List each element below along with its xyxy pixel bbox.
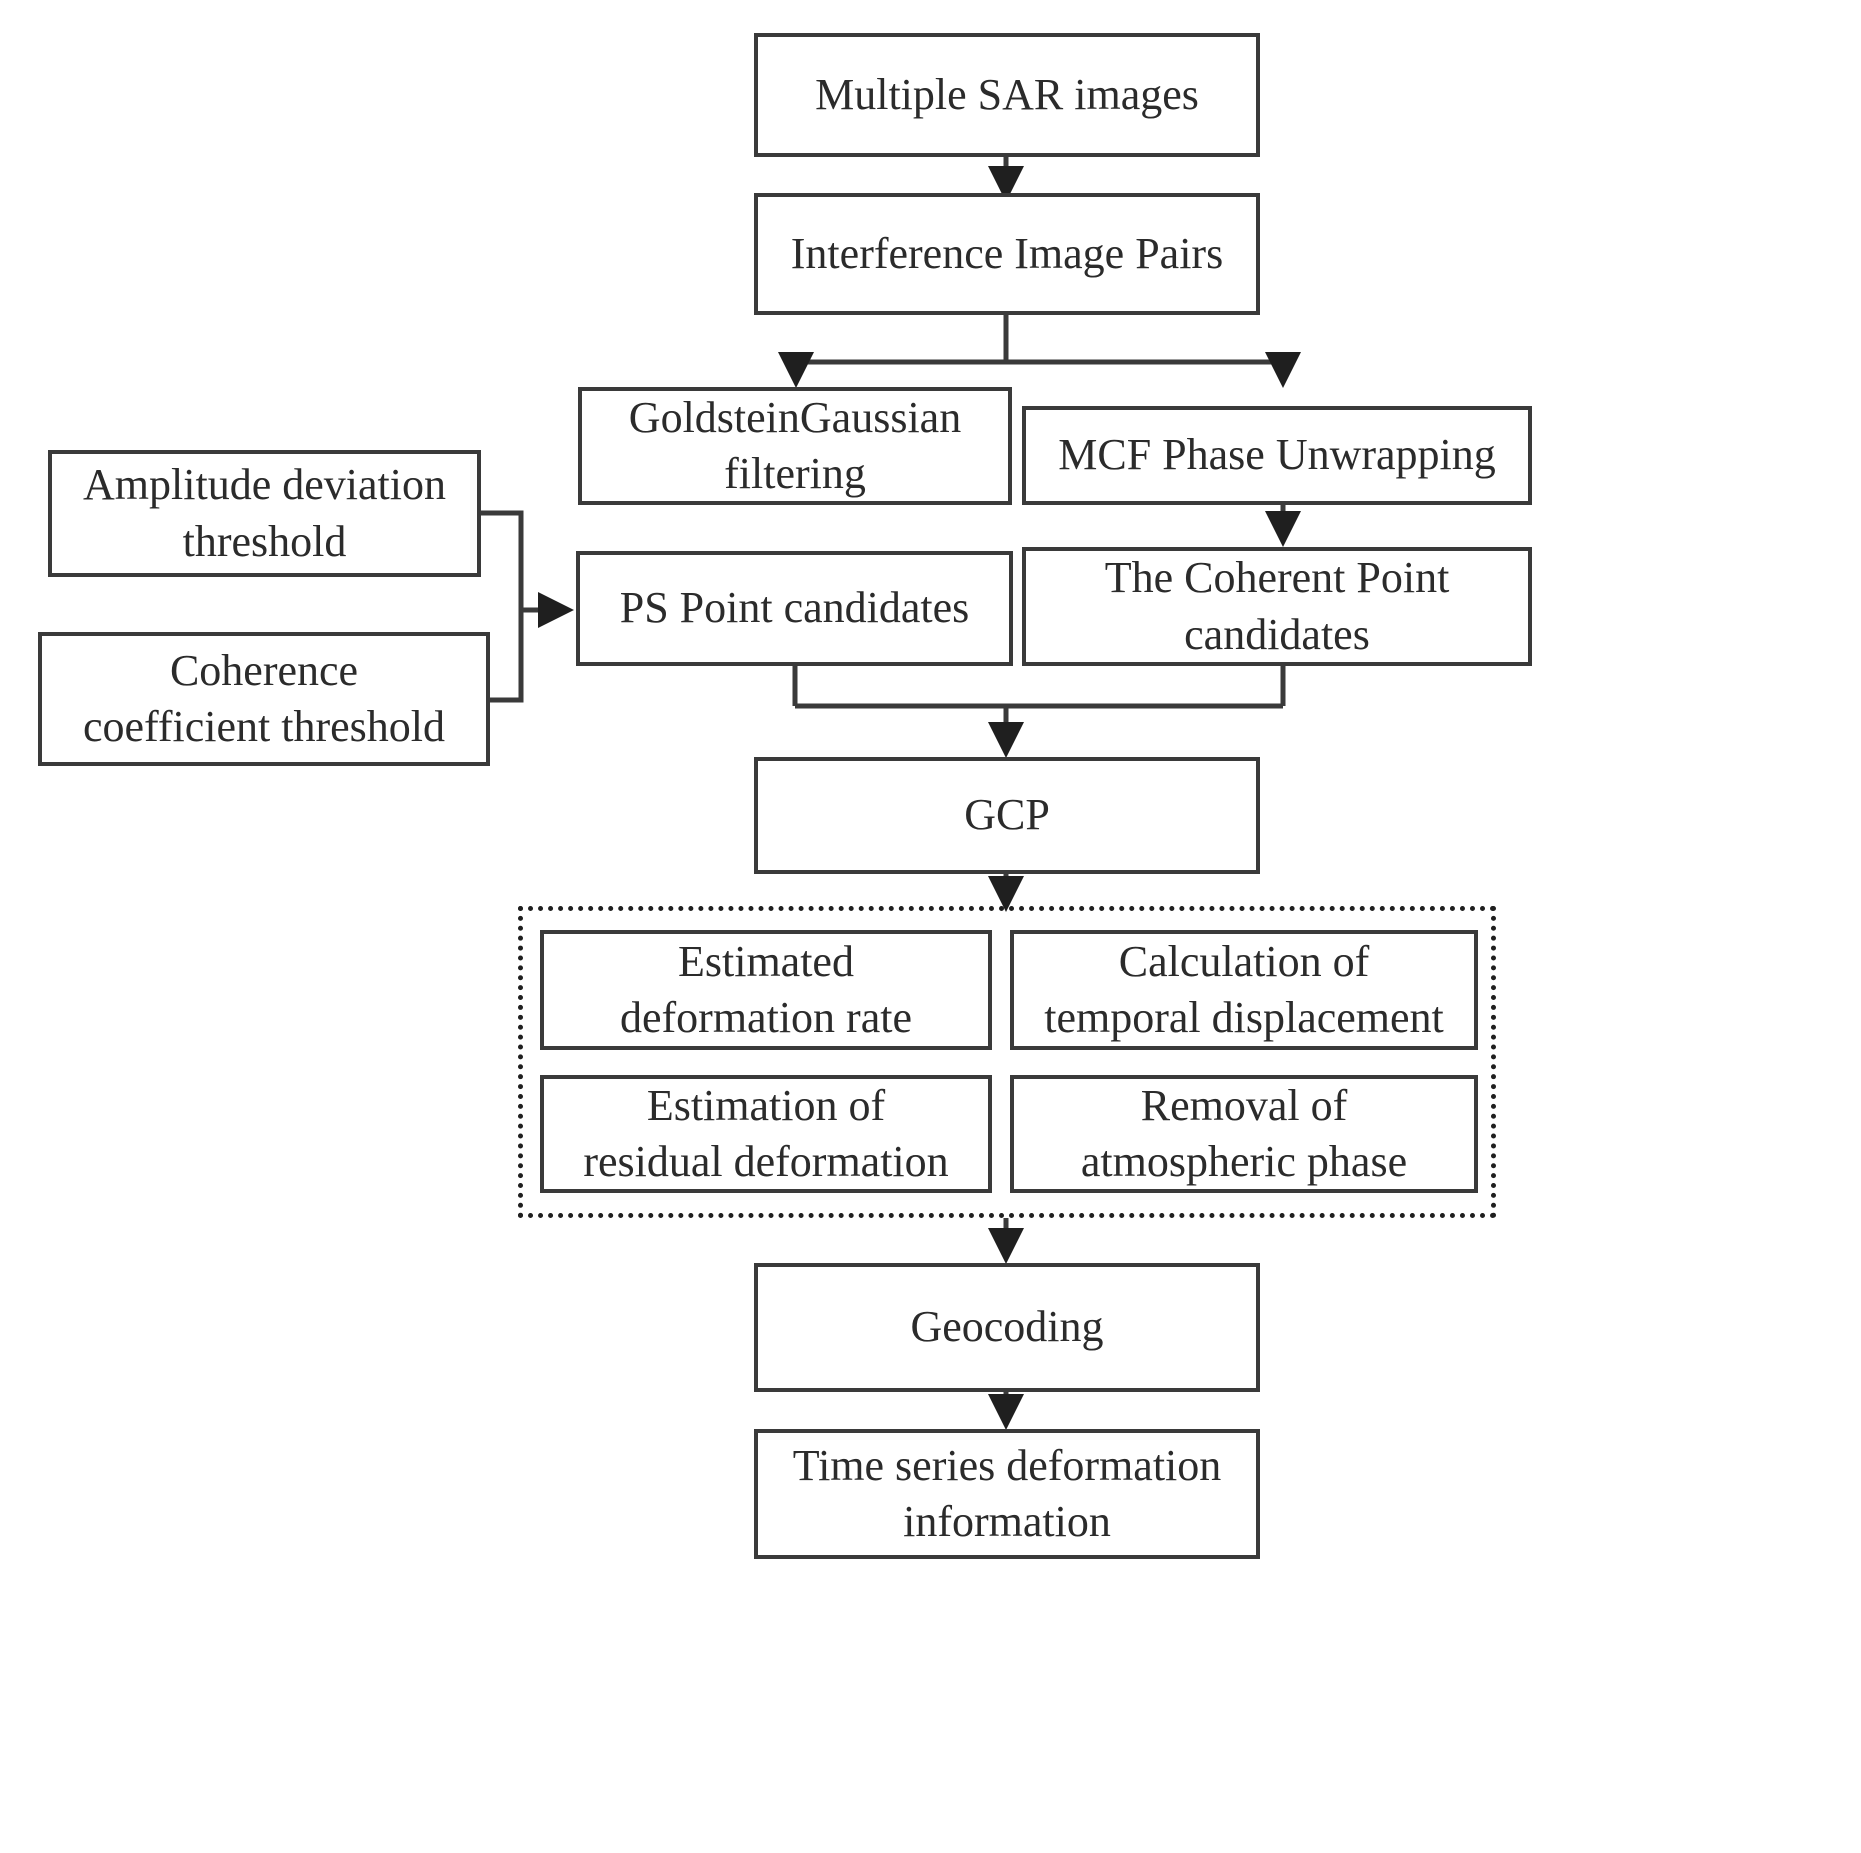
node-label-coherent-point-candidates: The Coherent Point candidates xyxy=(1104,553,1450,659)
node-estimated-deformation-rate[interactable]: Estimated deformation rate xyxy=(540,930,992,1050)
arrowhead-mcf-to-coherent xyxy=(1265,511,1301,547)
node-label-amplitude-deviation-threshold: Amplitude deviation threshold xyxy=(83,460,446,566)
node-estimation-residual-deformation[interactable]: Estimation of residual deformation xyxy=(540,1075,992,1193)
node-label-goldstein-gaussian-filtering: GoldsteinGaussian filtering xyxy=(628,392,962,498)
node-label-removal-atmospheric-phase: Removal of atmospheric phase xyxy=(1080,1080,1408,1186)
node-coherent-point-candidates[interactable]: The Coherent Point candidates xyxy=(1022,547,1532,666)
node-multiple-sar-images[interactable]: Multiple SAR images xyxy=(754,33,1260,157)
node-coherence-coefficient-threshold[interactable]: Coherence coefficient threshold xyxy=(38,632,490,766)
edge-amplitude-to-junction xyxy=(481,510,524,610)
node-label-time-series-deformation-information: Time series deformation information xyxy=(792,1440,1222,1546)
node-label-estimated-deformation-rate: Estimated deformation rate xyxy=(620,936,912,1042)
arrowhead-merge-to-gcp xyxy=(988,722,1024,758)
node-mcf-phase-unwrapping[interactable]: MCF Phase Unwrapping xyxy=(1022,406,1532,505)
node-goldstein-gaussian-filtering[interactable]: GoldsteinGaussian filtering xyxy=(578,387,1012,505)
node-label-mcf-phase-unwrapping: MCF Phase Unwrapping xyxy=(1058,430,1496,480)
node-label-interference-image-pairs: Interference Image Pairs xyxy=(790,228,1224,278)
node-label-coherence-coefficient-threshold: Coherence coefficient threshold xyxy=(82,645,446,751)
node-time-series-deformation-information[interactable]: Time series deformation information xyxy=(754,1429,1260,1559)
node-label-calculation-temporal-displacement: Calculation of temporal displacement xyxy=(1044,936,1444,1042)
node-interference-image-pairs[interactable]: Interference Image Pairs xyxy=(754,193,1260,315)
node-label-gcp: GCP xyxy=(964,790,1050,840)
node-removal-atmospheric-phase[interactable]: Removal of atmospheric phase xyxy=(1010,1075,1478,1193)
arrowhead-group-to-geocoding xyxy=(988,1228,1024,1264)
arrowhead-pairs-to-mcf xyxy=(1265,352,1301,388)
node-label-ps-point-candidates: PS Point candidates xyxy=(619,583,970,633)
node-ps-point-candidates[interactable]: PS Point candidates xyxy=(576,551,1013,666)
node-gcp[interactable]: GCP xyxy=(754,757,1260,874)
arrowhead-junction-to-ps xyxy=(538,592,574,628)
edge-coherence-to-junction xyxy=(490,610,524,703)
node-label-geocoding: Geocoding xyxy=(910,1302,1104,1352)
arrowhead-geocoding-to-timeseries xyxy=(988,1394,1024,1430)
arrowhead-pairs-to-filtering xyxy=(778,352,814,388)
node-label-estimation-residual-deformation: Estimation of residual deformation xyxy=(583,1080,949,1186)
node-geocoding[interactable]: Geocoding xyxy=(754,1263,1260,1392)
node-amplitude-deviation-threshold[interactable]: Amplitude deviation threshold xyxy=(48,450,481,577)
node-calculation-temporal-displacement[interactable]: Calculation of temporal displacement xyxy=(1010,930,1478,1050)
node-label-multiple-sar-images: Multiple SAR images xyxy=(815,69,1199,119)
